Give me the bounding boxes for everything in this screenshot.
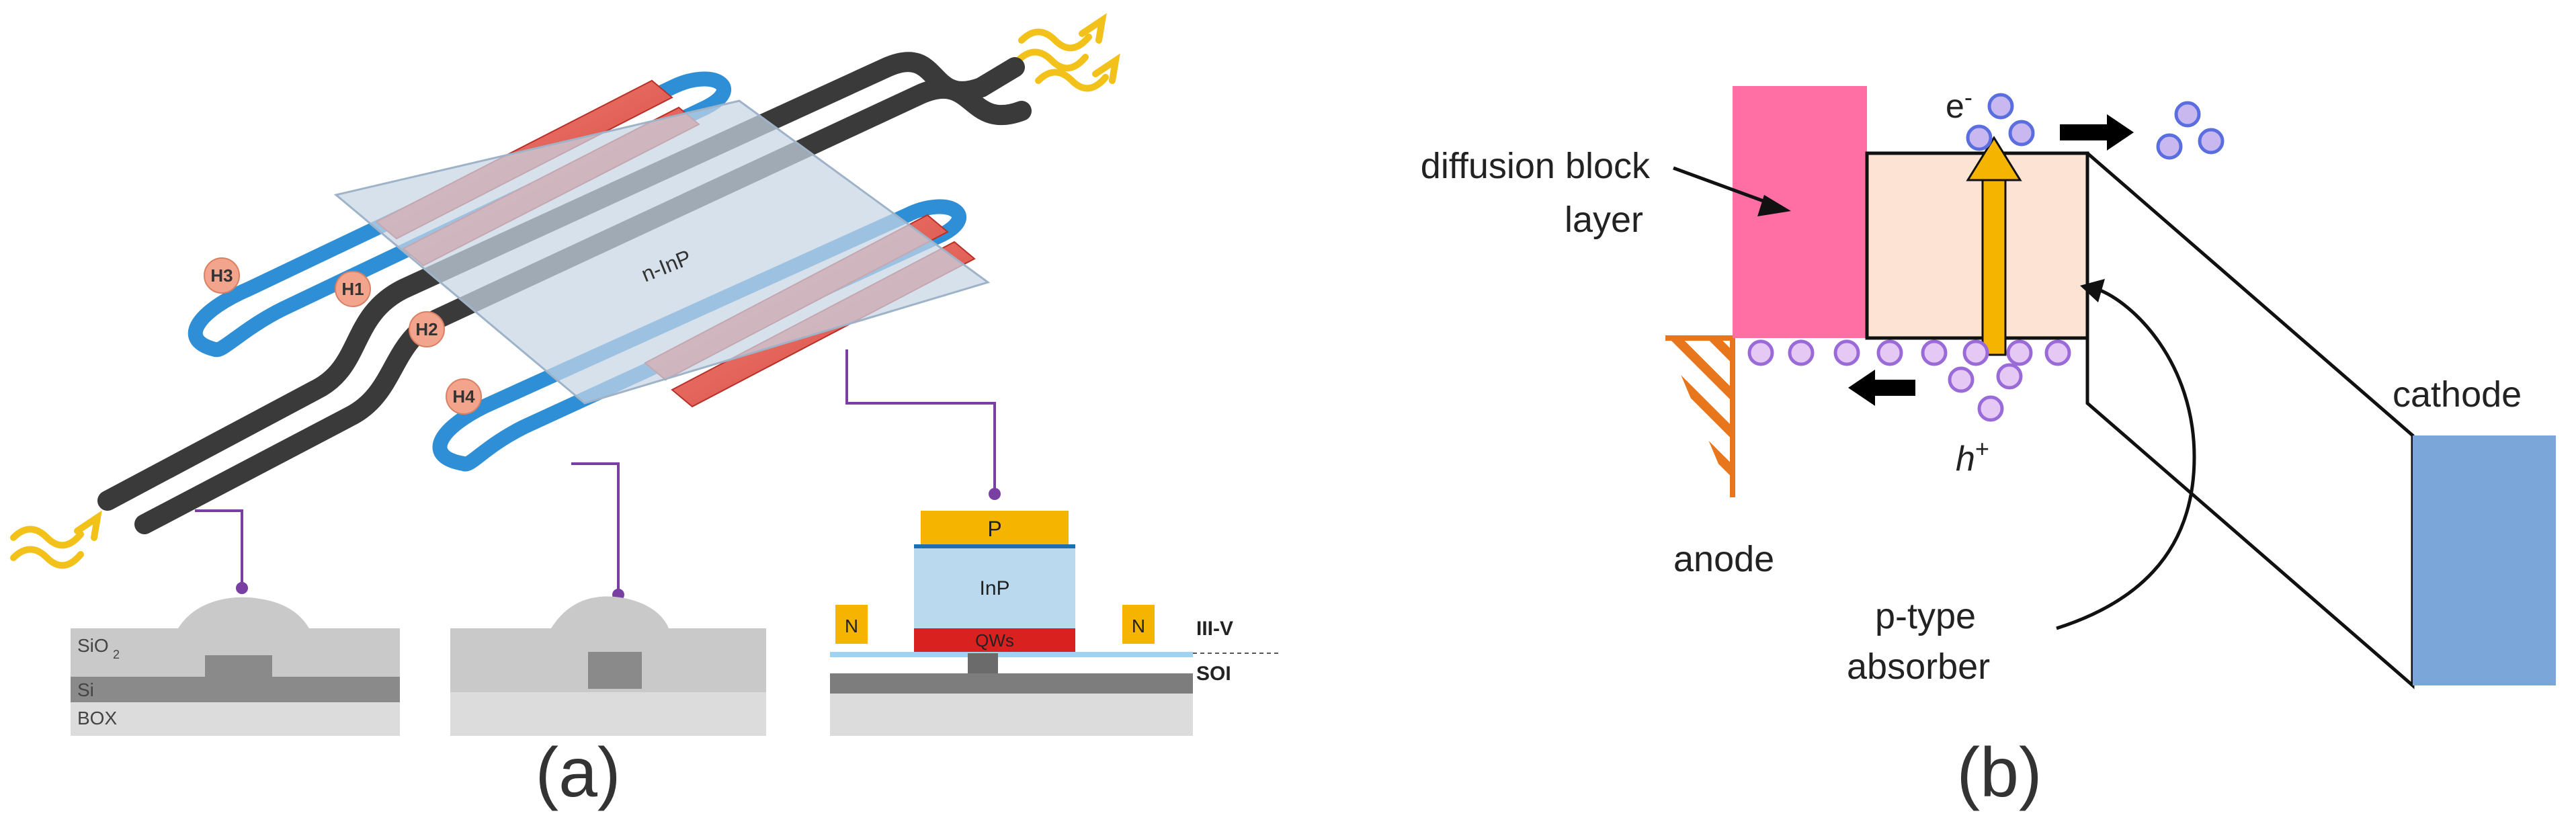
electron-carriers	[1966, 93, 2225, 160]
cross-section-2	[450, 596, 766, 736]
iii-v-label: III-V	[1196, 618, 1233, 640]
diffusion-block-label-line1: diffusion block	[1421, 146, 1651, 186]
sio2-label: SiO	[77, 635, 109, 656]
n-contact-right-label: N	[1132, 616, 1145, 636]
electron-label: e-	[1946, 83, 1972, 125]
p-contact-label: P	[987, 517, 1001, 541]
heater-labels: H3 H1 H2 H4	[204, 257, 482, 415]
panel-a-caption: (a)	[535, 734, 620, 812]
n-inp-plate	[333, 99, 991, 405]
qw-label: QWs	[975, 630, 1014, 651]
light-input-arrows	[10, 510, 102, 569]
si-label: Si	[77, 679, 94, 700]
absorber-pointer	[2056, 279, 2196, 630]
hole-exit-arrow	[1848, 370, 1915, 406]
soi-label: SOI	[1196, 663, 1231, 685]
sio2-subscript: 2	[113, 648, 120, 661]
panel-b-caption: (b)	[1956, 734, 2042, 812]
n-contact-left-label: N	[845, 616, 858, 636]
diffusion-block-pointer	[1673, 166, 1791, 216]
cathode-block	[2413, 435, 2556, 685]
absorber-label-line1: p-type	[1875, 596, 1976, 636]
inp-label: InP	[979, 577, 1009, 599]
diffusion-block-label-line2: layer	[1565, 200, 1643, 240]
anode-hatch	[1665, 338, 1733, 497]
anode-label: anode	[1673, 539, 1774, 579]
panel-b: diffusion block layer e- h+ anode cathod…	[1421, 83, 2556, 812]
heater-label-h1: H1	[341, 279, 364, 299]
light-output-arrows	[1015, 13, 1120, 92]
electron-flow-arrow	[1966, 136, 2022, 356]
diffusion-block-layer	[1733, 86, 1867, 338]
cross-section-3: P InP QWs N N III-V SOI	[830, 511, 1280, 736]
band-edge-lines	[2085, 152, 2415, 689]
panel-a: n-InP H3 H1 H2 H4 SiO	[10, 13, 1280, 812]
hole-label: h+	[1956, 435, 1989, 478]
cross-section-leaders	[195, 349, 1001, 601]
box-label: BOX	[77, 708, 117, 728]
heater-label-h2: H2	[415, 319, 438, 339]
cross-section-1: SiO 2 Si BOX	[71, 597, 400, 736]
hole-carriers	[1747, 339, 2071, 422]
p-type-absorber	[1865, 151, 2089, 340]
ring-loops	[188, 71, 966, 472]
heater-label-h3: H3	[210, 265, 233, 286]
absorber-label-line2: absorber	[1847, 646, 1990, 687]
cathode-label: cathode	[2393, 374, 2522, 415]
heater-label-h4: H4	[452, 386, 475, 407]
electron-exit-arrow	[2060, 114, 2134, 151]
